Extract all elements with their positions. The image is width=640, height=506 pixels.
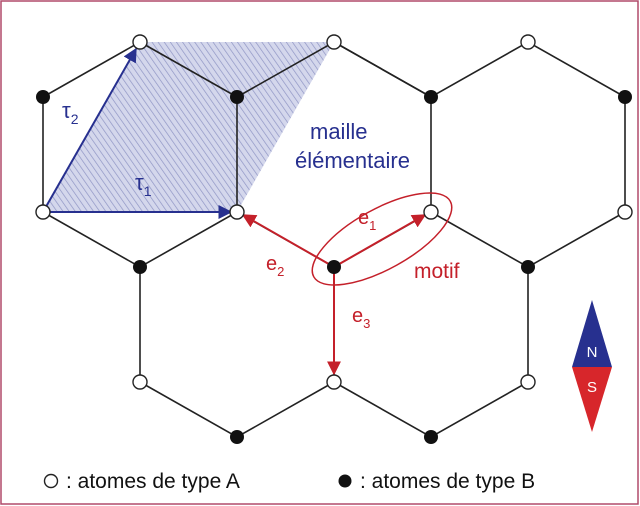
tau2-vector bbox=[42, 47, 137, 213]
atom-a bbox=[229, 204, 245, 220]
atom-b bbox=[424, 430, 438, 444]
e2-label: e2 bbox=[266, 253, 284, 279]
atom-b bbox=[133, 260, 147, 274]
atom-b bbox=[230, 90, 244, 104]
atom-b bbox=[36, 90, 50, 104]
atom-a bbox=[520, 34, 536, 50]
legend-type-a: : atomes de type A bbox=[66, 470, 240, 493]
maille-label-line2: élémentaire bbox=[295, 148, 410, 173]
legend: : atomes de type A : atomes de type B bbox=[43, 470, 535, 493]
atom-a bbox=[520, 374, 536, 390]
compass-n-label: N bbox=[587, 344, 598, 361]
tau2-label: τ2 bbox=[62, 98, 79, 127]
e1-label: e1 bbox=[358, 207, 376, 233]
type-a-atoms bbox=[35, 34, 633, 390]
maille-label-line1: maille bbox=[310, 119, 367, 144]
atom-a bbox=[423, 204, 439, 220]
tau1-label: τ1 bbox=[135, 170, 152, 199]
e2-vector bbox=[241, 214, 335, 268]
motif-ellipse bbox=[311, 192, 453, 286]
e1-vector bbox=[333, 214, 427, 268]
type-b-atoms bbox=[36, 90, 632, 444]
atom-a bbox=[617, 204, 633, 220]
motif-label: motif bbox=[414, 260, 460, 283]
atom-b bbox=[327, 260, 341, 274]
legend-filled-circle-icon bbox=[338, 474, 352, 488]
legend-type-b: : atomes de type B bbox=[360, 470, 535, 493]
e3-label: e3 bbox=[352, 305, 370, 331]
atom-b bbox=[424, 90, 438, 104]
atom-a bbox=[326, 34, 342, 50]
atom-b bbox=[230, 430, 244, 444]
compass-s-label: S bbox=[587, 379, 597, 396]
atom-b bbox=[521, 260, 535, 274]
atom-a bbox=[326, 374, 342, 390]
legend-open-circle-icon bbox=[43, 473, 59, 489]
atom-a bbox=[132, 374, 148, 390]
compass-icon: N S bbox=[572, 300, 612, 432]
atom-a bbox=[35, 204, 51, 220]
atom-a bbox=[132, 34, 148, 50]
atom-b bbox=[618, 90, 632, 104]
